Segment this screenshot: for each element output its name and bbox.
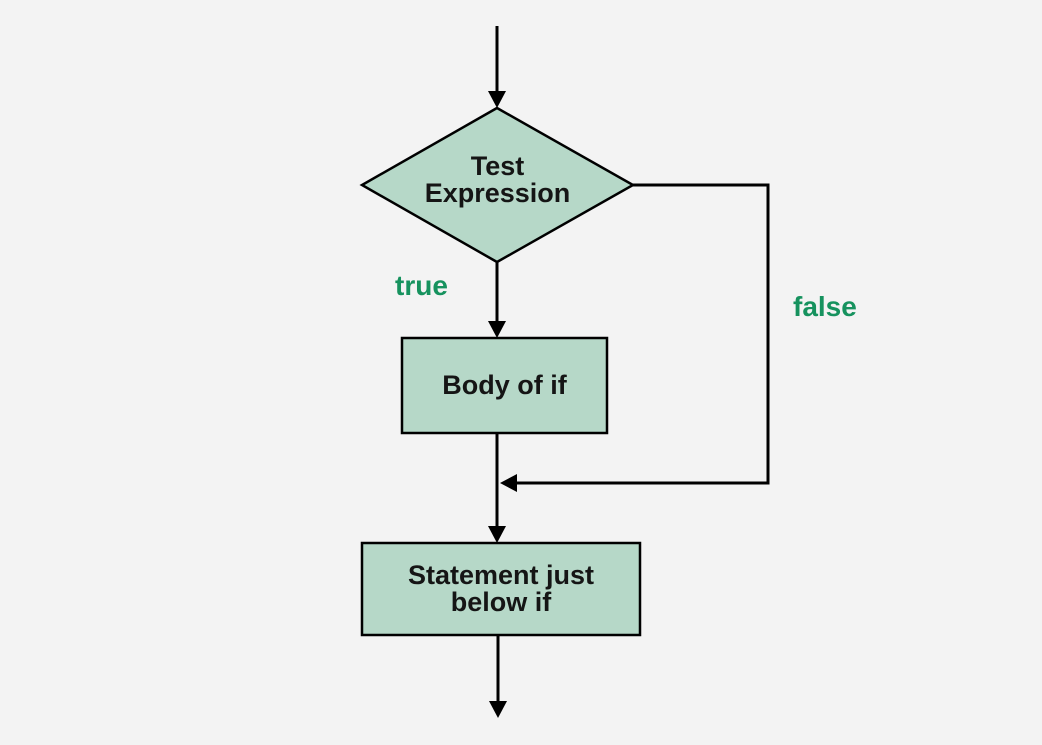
exit-arrowhead-icon: [489, 701, 507, 718]
true-branch-label: true: [395, 270, 448, 301]
true-branch-arrowhead-icon: [488, 321, 506, 338]
merge-arrowhead-icon: [488, 526, 506, 543]
false-branch-connector: [500, 183, 770, 492]
merge-connector: [488, 433, 506, 543]
body-of-if-box: [400, 336, 609, 435]
false-branch-line: [516, 183, 770, 485]
true-branch-connector: [488, 262, 506, 338]
false-branch-label: false: [793, 291, 857, 322]
entry-arrow: [488, 26, 506, 108]
entry-arrowhead-icon: [488, 91, 506, 108]
false-branch-arrowhead-icon: [500, 474, 517, 492]
exit-arrow: [489, 635, 507, 718]
decision-diamond: [359, 106, 636, 264]
statement-below-if-box: [360, 541, 642, 637]
